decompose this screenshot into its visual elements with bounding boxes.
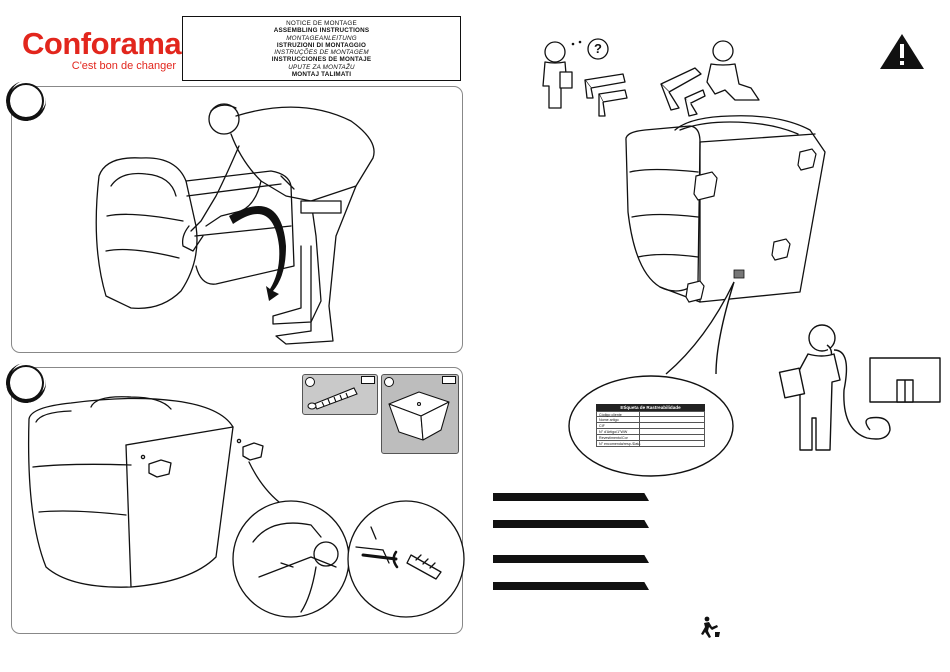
trace-row-label: N° encomenda/resp./Data (599, 442, 641, 446)
traceability-row: CIF (596, 423, 705, 429)
part-a-id (305, 377, 315, 387)
traceability-row: Código cliente (596, 411, 705, 418)
step-2-illustration (27, 396, 465, 618)
label-callout-bubble (568, 281, 735, 477)
part-a-qty (361, 376, 375, 384)
recycle-person-icon (701, 616, 720, 638)
step-1-illustration (95, 103, 375, 345)
traceability-row: Nome artigo (596, 417, 705, 423)
brand-tagline: C'est bon de changer (71, 60, 176, 72)
title-line-tr: MONTAJ TALIMATI (291, 71, 352, 79)
title-line-de: MONTAGEANLEITUNG (286, 34, 357, 42)
trace-row-label: CIF (599, 424, 605, 428)
traceability-title: Etiqueta de Rastreabilidade (596, 404, 705, 411)
bolt-icon (307, 387, 358, 410)
warning-triangle-icon (880, 34, 924, 69)
foot-block-icon (388, 391, 450, 441)
language-bar (493, 582, 649, 590)
svg-text:?: ? (594, 41, 602, 56)
trace-row-label: Revestimento/Cor (599, 436, 628, 440)
traceability-row: Revestimento/Cor (596, 435, 705, 441)
title-line-pt: INSTRUÇÕES DE MONTAGEM (274, 49, 369, 57)
phone-helpline-icon (778, 324, 941, 451)
step-2-badge (8, 365, 44, 401)
title-line-en: ASSEMBLING INSTRUCTIONS (273, 27, 370, 35)
title-line-it: ISTRUZIONI DI MONTAGGIO (276, 41, 367, 49)
chair-underside-illustration (625, 115, 826, 303)
assembling-scene (660, 40, 760, 117)
part-b-id (384, 377, 394, 387)
traceability-row: N° encomenda/resp./Data (596, 441, 705, 447)
title-line-hr: UPUTE ZA MONTAŽU (288, 63, 355, 71)
brand-logo: Conforama C'est bon de changer (22, 26, 182, 73)
step-1-badge (8, 83, 44, 119)
language-bar (493, 493, 649, 501)
trace-row-label: Código cliente (599, 413, 622, 417)
title-line-es: INSTRUCCIONES DE MONTAJE (271, 56, 372, 64)
language-bar (493, 520, 649, 528)
trace-row-label: Nome artigo (599, 418, 619, 422)
title-line-fr: NOTICE DE MONTAGE (286, 20, 357, 27)
part-b-qty (442, 376, 456, 384)
brand-name: Conforama (22, 26, 182, 61)
trace-row-label: N° d'Artigo/1°WW (599, 430, 628, 434)
question-scene: ? (542, 38, 628, 117)
language-bar (493, 555, 649, 563)
question-mark-icon (590, 41, 591, 42)
title-box: NOTICE DE MONTAGE ASSEMBLING INSTRUCTION… (182, 16, 461, 81)
traceability-row: N° d'Artigo/1°WW (596, 429, 705, 435)
